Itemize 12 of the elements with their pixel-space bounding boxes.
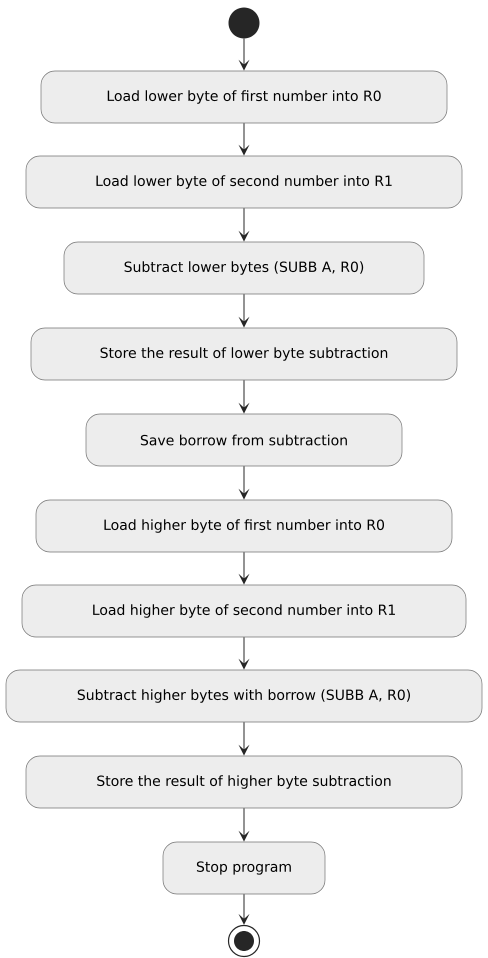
action-box: Stop program [162, 842, 326, 894]
action-box: Subtract lower bytes (SUBB A, R0) [64, 242, 424, 294]
end-bullseye [228, 924, 260, 958]
action-box: Store the result of lower byte subtraction [30, 328, 458, 380]
action-box: Load higher byte of second number into R1 [22, 584, 466, 638]
start-dot [228, 8, 260, 38]
action-box: Subtract higher bytes with borrow (SUBB A, R0) [6, 670, 482, 722]
action-box: Load lower byte of first number into R0 [40, 70, 448, 124]
action-box: Save borrow from subtraction [86, 414, 402, 466]
action-box: Store the result of higher byte subtraction [26, 756, 462, 808]
action-box: Load lower byte of second number into R1 [26, 156, 462, 208]
action-box: Load higher byte of first number into R0 [36, 500, 452, 552]
